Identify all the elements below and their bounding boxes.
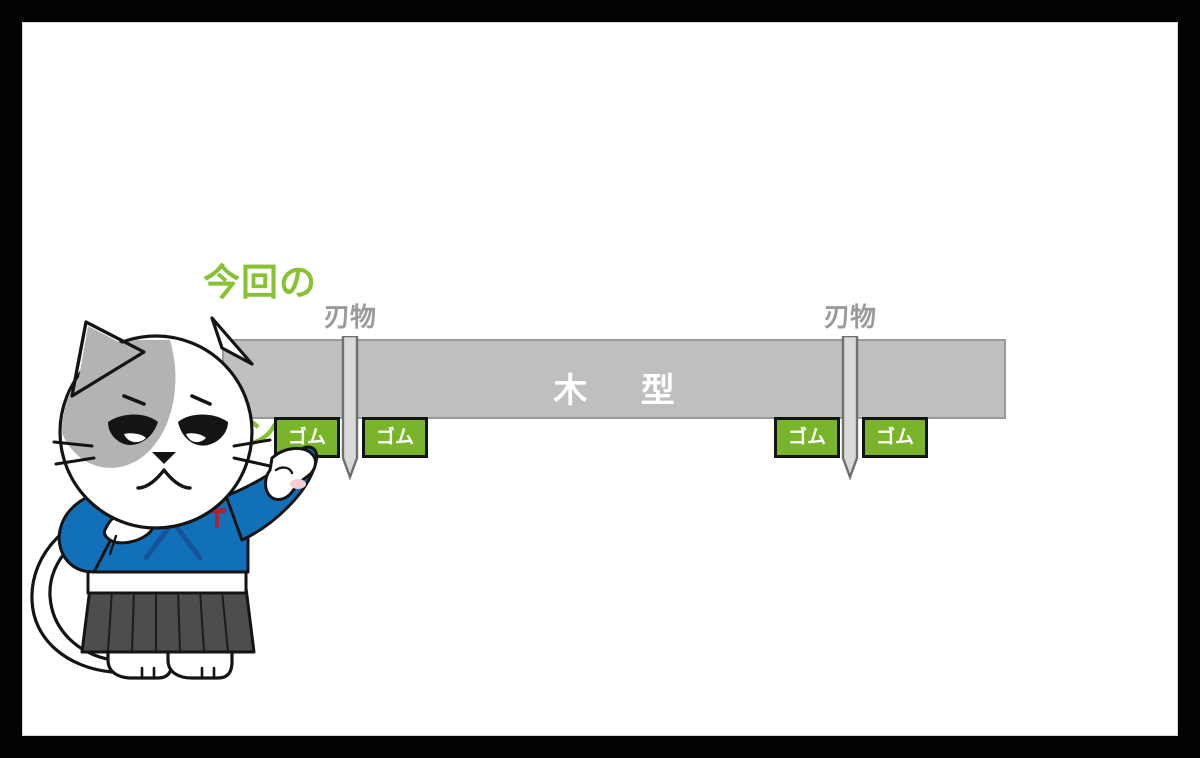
blade-label-left: 刃物 <box>323 302 376 332</box>
frame-top-edge <box>0 0 1200 22</box>
blade-right-icon <box>841 336 859 481</box>
headline-line-1: 今回の <box>203 261 317 303</box>
frame-bottom-edge <box>0 736 1200 758</box>
frame-right-edge <box>1178 0 1200 758</box>
rubber-block-right-outer: ゴム <box>862 417 928 458</box>
mold-label: 木 型 <box>553 372 697 410</box>
rubber-block-left-inner: ゴム <box>362 417 428 458</box>
blade-label-right: 刃物 <box>823 302 876 332</box>
frame-left-edge <box>0 0 22 758</box>
pointing-cat-mascot <box>30 316 319 680</box>
rubber-block-right-inner: ゴム <box>774 417 840 458</box>
blade-left-icon <box>341 336 359 481</box>
